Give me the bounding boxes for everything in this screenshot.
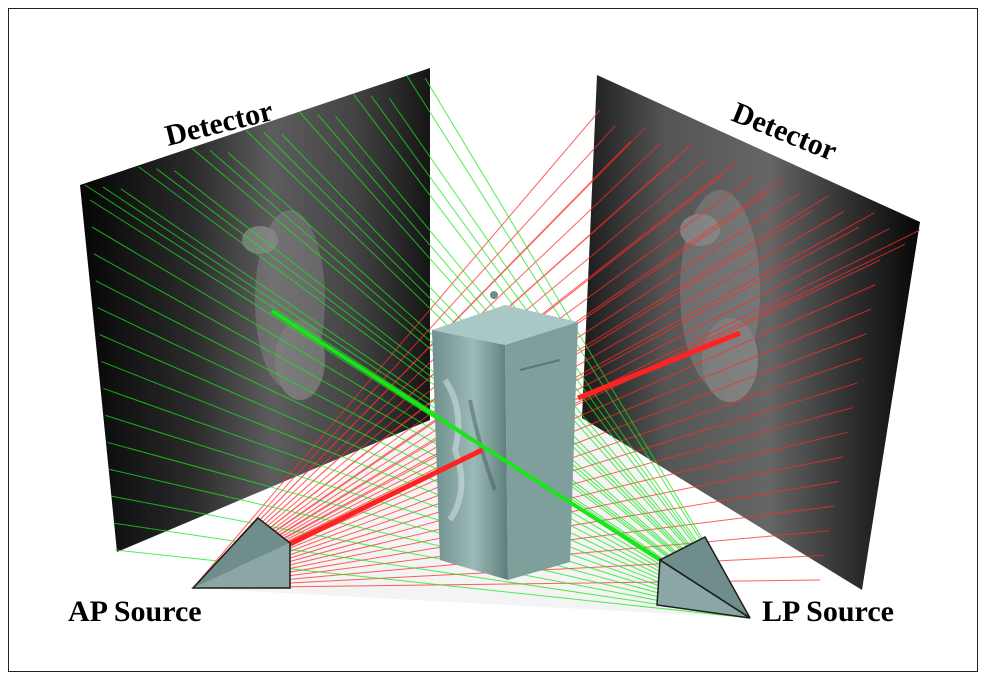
- lp-ray: [95, 280, 751, 619]
- lp-ray: [109, 468, 751, 619]
- object-marker: [490, 291, 498, 299]
- lp-ray: [102, 186, 751, 619]
- lp-ray: [105, 414, 751, 619]
- ap-source-label: AP Source: [68, 595, 202, 628]
- lp-ray: [97, 307, 751, 619]
- ap-ray: [192, 109, 601, 589]
- lp-ray: [113, 522, 751, 619]
- ap-ray: [192, 142, 662, 589]
- detector-left-panel: [80, 68, 430, 552]
- lp-source-label: LP Source: [762, 595, 894, 628]
- ap-central-ray-upper: [577, 330, 741, 401]
- detector-right-image: [680, 190, 760, 402]
- lp-ray: [107, 441, 751, 619]
- ap-central-ray-lower: [286, 447, 484, 548]
- lp-ray: [111, 495, 751, 619]
- ap-ray: [192, 125, 616, 589]
- lp-ray: [93, 253, 751, 619]
- lp-source-cone-icon: [656, 536, 751, 619]
- lp-ray-bundle: [84, 75, 751, 619]
- lp-ray: [91, 226, 751, 619]
- lp-ray: [406, 75, 751, 619]
- lp-ray: [101, 361, 751, 619]
- lp-ray: [424, 77, 751, 619]
- ap-ray: [192, 126, 647, 589]
- detector-right-panel: [582, 75, 920, 590]
- object-top-face: [432, 305, 578, 345]
- object-right-face: [505, 322, 578, 580]
- lp-ray: [103, 387, 751, 619]
- lp-central-ray: [270, 309, 662, 562]
- ap-source-cone-icon: [191, 516, 291, 589]
